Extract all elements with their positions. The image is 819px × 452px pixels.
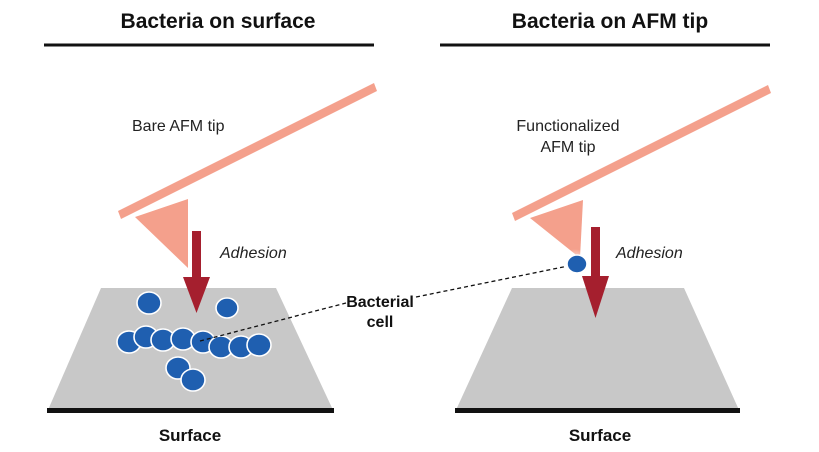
right-adhesion-arrow — [582, 227, 609, 318]
right-tip-label-line-2: AFM tip — [540, 139, 595, 156]
right-surface-label: Surface — [569, 426, 631, 445]
bacterial-cell — [246, 333, 272, 357]
left-adhesion-arrow — [183, 231, 210, 313]
callout-line-2: cell — [367, 314, 394, 331]
right-surface-edge — [455, 408, 740, 413]
right-cantilever — [512, 85, 771, 221]
left-cantilever — [118, 83, 377, 219]
right-surface — [456, 288, 739, 410]
right-force-label: Adhesion — [615, 245, 683, 262]
left-surface — [48, 288, 333, 410]
left-bacteria-cluster — [116, 291, 272, 392]
callout-leader-right — [415, 264, 574, 298]
bacterial-cell — [215, 297, 239, 319]
left-surface-edge — [47, 408, 334, 413]
right-afm-tip — [530, 200, 583, 258]
bacterial-cell — [136, 291, 162, 315]
bacterial-cell — [180, 368, 206, 392]
left-force-label: Adhesion — [219, 245, 287, 262]
left-afm-tip — [135, 199, 188, 268]
right-tip-label-line-1: Functionalized — [516, 118, 619, 135]
left-panel-title: Bacteria on surface — [121, 10, 316, 33]
right-panel-title: Bacteria on AFM tip — [512, 10, 708, 33]
tip-bacterial-cell — [566, 254, 588, 274]
callout-line-1: Bacterial — [346, 294, 414, 311]
left-surface-label: Surface — [159, 426, 221, 445]
left-tip-label: Bare AFM tip — [132, 118, 225, 135]
